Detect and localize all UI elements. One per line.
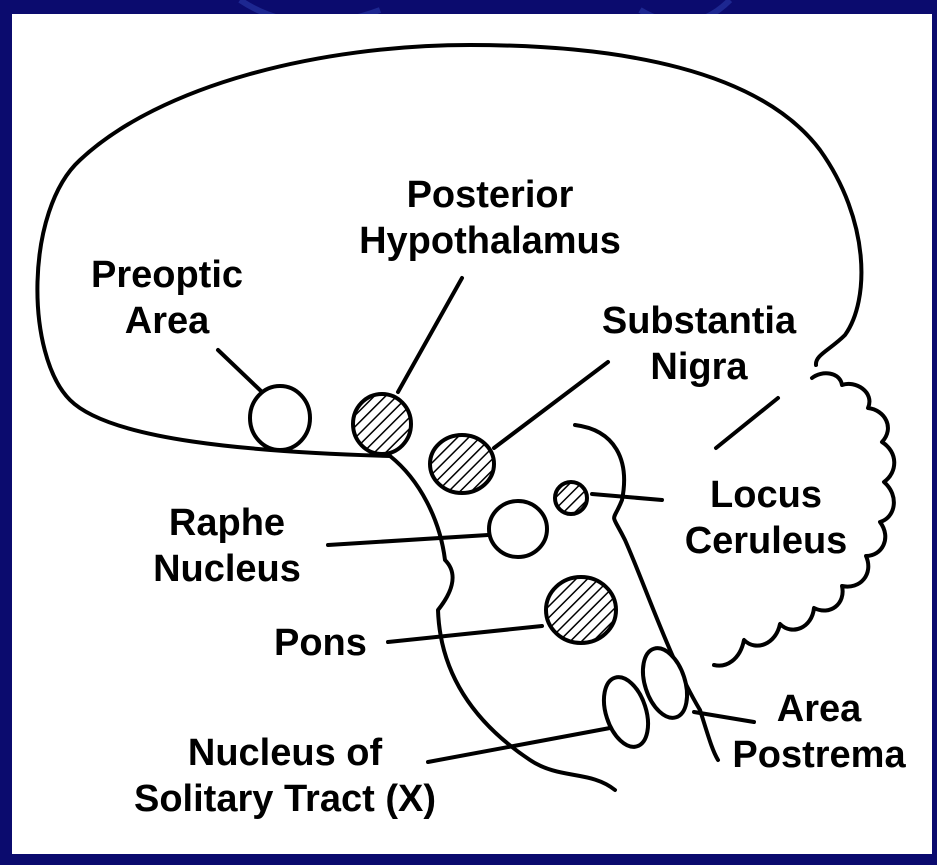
label-locus-ceruleus: Locus Ceruleus — [666, 472, 866, 564]
label-line: Posterior — [335, 172, 645, 218]
label-line: Solitary Tract (X) — [100, 776, 470, 822]
label-line: Area — [72, 298, 262, 344]
label-nucleus-solitary-tract: Nucleus of Solitary Tract (X) — [100, 730, 470, 822]
substantia-nigra-nucleus — [430, 435, 494, 493]
locus-ceruleus-nucleus — [555, 482, 587, 514]
label-posterior-hypothalamus: Posterior Hypothalamus — [335, 172, 645, 264]
label-raphe-nucleus: Raphe Nucleus — [132, 500, 322, 592]
label-line: Nucleus — [132, 546, 322, 592]
preoptic-area-nucleus — [250, 386, 310, 450]
label-line: Substantia — [574, 298, 824, 344]
pointer-pons — [388, 626, 542, 642]
label-line: Raphe — [132, 500, 322, 546]
label-pons: Pons — [274, 620, 367, 666]
pointer-raphe — [328, 535, 488, 545]
label-area-postrema: Area Postrema — [714, 686, 924, 778]
pointer-locus-ceruleus — [592, 494, 662, 500]
label-line: Nigra — [574, 344, 824, 390]
label-line: Hypothalamus — [335, 218, 645, 264]
label-line: Preoptic — [72, 252, 262, 298]
raphe-nucleus — [489, 501, 547, 557]
label-substantia-nigra: Substantia Nigra — [574, 298, 824, 390]
label-line: Postrema — [714, 732, 924, 778]
pointer-posterior-hypothalamus — [398, 278, 462, 392]
label-line: Area — [714, 686, 924, 732]
label-line: Ceruleus — [666, 518, 866, 564]
pointer-preoptic — [218, 350, 262, 392]
label-line: Nucleus of — [100, 730, 470, 776]
label-line: Locus — [666, 472, 866, 518]
posterior-hypothalamus-nucleus — [353, 394, 411, 454]
pons-nucleus — [546, 577, 616, 643]
label-line: Pons — [274, 620, 367, 666]
pointer-cerebellum — [716, 398, 778, 448]
label-preoptic-area: Preoptic Area — [72, 252, 262, 344]
